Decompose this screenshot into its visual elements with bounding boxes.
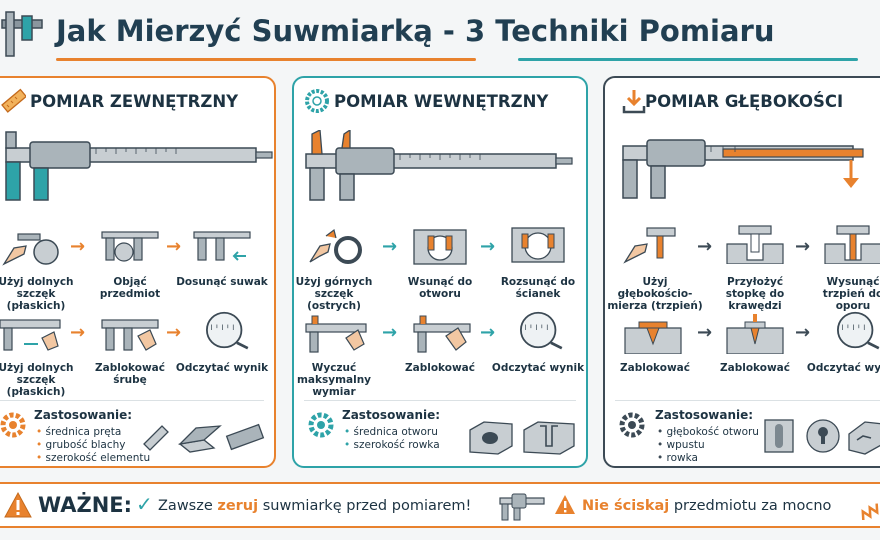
arrow-right-icon: → <box>382 322 398 343</box>
step-label: Przyłożyć stopkę do krawędzi <box>725 276 785 312</box>
step-1-hand-icon <box>309 228 362 264</box>
step-label: Użyj dolnych szczęk (płaskich) <box>0 362 74 398</box>
step-label: Rozsunąć do ścianek <box>500 276 576 300</box>
step-4-depth-lock-icon <box>624 321 682 354</box>
step-label: Dosunąć suwak <box>176 276 268 288</box>
gear-icon <box>619 412 645 438</box>
gear-icon <box>308 412 334 438</box>
note-zero-caliper: Zawsze zeruj suwmiarkę przed pomiarem! <box>158 498 472 514</box>
step-1-hand-icon <box>623 227 676 264</box>
arrow-right-icon: → <box>70 322 86 343</box>
step-label: Użyj górnych szczęk (ostrych) <box>295 276 373 312</box>
step-label: Wyczuć maksymalny wymiar <box>296 362 372 398</box>
step-1-hand-icon <box>2 233 59 266</box>
step-3-hole-icon <box>511 227 565 263</box>
check-icon: ✓ <box>136 492 153 516</box>
header: Jak Mierzyć Suwmiarką - 3 Techniki Pomia… <box>0 0 880 70</box>
arrow-right-icon: → <box>697 322 713 343</box>
gear-icon <box>0 412 26 438</box>
divider <box>615 400 880 401</box>
caliper-logo-icon <box>1 11 43 57</box>
step-label: Wysunąć trzpień do oporu <box>822 276 880 312</box>
important-note-bar: WAŻNE: ✓ Zawsze zeruj suwmiarkę przed po… <box>0 482 880 528</box>
title-underline-teal <box>518 58 858 61</box>
magnifier-icon <box>520 311 563 350</box>
depth-icon <box>622 90 646 114</box>
caliper-illustration <box>5 131 273 201</box>
panel-title: POMIAR ZEWNĘTRZNY <box>30 92 239 111</box>
important-label: WAŻNE: <box>38 493 133 517</box>
arrow-right-icon: → <box>480 236 496 257</box>
step-label: Odczytać wynik <box>175 362 269 374</box>
step-label: Zablokować <box>405 362 475 374</box>
example-objects-icon <box>143 423 265 453</box>
spring-icon <box>861 503 879 520</box>
step-3-caliper-icon <box>193 231 251 261</box>
warning-icon <box>555 495 575 514</box>
step-2-caliper-icon <box>101 231 159 262</box>
title-separator: - <box>432 14 466 48</box>
divider <box>304 400 576 401</box>
arrow-right-icon: → <box>697 236 713 257</box>
panel-internal-measurement: POMIAR WEWNĘTRZNY Użyj górnych szczęk (o… <box>292 76 588 468</box>
note-no-squeeze: Nie ściskaj przedmiotu za mocno <box>582 498 832 514</box>
usage-item: • głębokość otworu <box>657 426 759 438</box>
ring-icon <box>305 89 329 113</box>
arrow-right-icon: → <box>382 236 398 257</box>
panel-title: POMIAR GŁĘBOKOŚCI <box>645 92 844 111</box>
usage-title: Zastosowanie: <box>655 408 754 422</box>
example-objects-icon <box>469 421 575 455</box>
caliper-icon <box>499 493 545 521</box>
arrow-right-icon: → <box>480 322 496 343</box>
step-3-depth-icon <box>824 225 880 264</box>
panel-external-measurement: POMIAR ZEWNĘTRZNY Użyj dolnych szczęk (p… <box>0 76 276 468</box>
step-label: Użyj dolnych szczęk (płaskich) <box>0 276 74 312</box>
step-4-caliper-icon <box>305 315 367 353</box>
step-label: Zablokować <box>720 362 790 374</box>
step-label: Zablokować śrubę <box>95 362 165 386</box>
magnifier-icon <box>206 311 249 350</box>
arrow-right-icon: → <box>795 236 811 257</box>
step-label: Objąć przedmiot <box>99 276 161 300</box>
ruler-icon <box>1 88 26 113</box>
arrow-right-icon: → <box>795 322 811 343</box>
usage-item: • średnica otworu <box>344 426 438 438</box>
panel-title: POMIAR WEWNĘTRZNY <box>334 92 549 111</box>
step-label: Odczytać wynik <box>806 362 880 374</box>
usage-item: • wpustu <box>657 439 705 451</box>
usage-item: • grubość blachy <box>36 439 126 451</box>
arrow-right-icon: → <box>70 236 86 257</box>
usage-item: • szerokość rowka <box>344 439 440 451</box>
title-sub: 3 Techniki Pomiaru <box>465 14 775 48</box>
step-5-lock-icon <box>413 315 471 353</box>
usage-title: Zastosowanie: <box>34 408 133 422</box>
arrow-right-icon: → <box>166 236 182 257</box>
step-label: Użyj głębokościo-mierza (trzpień) <box>607 276 703 312</box>
caliper-illustration <box>305 130 573 201</box>
panel-depth-measurement: POMIAR GŁĘBOKOŚCI Użyj głębokościo-mierz… <box>603 76 880 468</box>
caliper-illustration <box>622 139 864 199</box>
magnifier-icon <box>837 311 880 350</box>
usage-item: • szerokość elementu <box>36 452 151 464</box>
usage-item: • średnica pręta <box>36 426 122 438</box>
step-4-caliper-icon <box>0 319 61 351</box>
title-main: Jak Mierzyć Suwmiarką <box>56 14 433 48</box>
usage-title: Zastosowanie: <box>342 408 441 422</box>
arrow-right-icon: → <box>166 322 182 343</box>
divider <box>0 400 264 401</box>
usage-item: • rowka <box>657 452 698 464</box>
step-label: Wsunąć do otworu <box>407 276 473 300</box>
step-label: Zablokować <box>620 362 690 374</box>
step-2-hole-icon <box>413 229 467 265</box>
warning-icon <box>4 491 32 518</box>
page-title: Jak Mierzyć Suwmiarką - 3 Techniki Pomia… <box>56 14 775 48</box>
step-5-depth-lock-icon <box>726 314 784 354</box>
example-objects-icon <box>764 419 880 455</box>
title-underline-orange <box>56 58 476 61</box>
step-5-lock-screw-icon <box>101 319 159 351</box>
step-2-depth-icon <box>726 225 784 264</box>
step-label: Odczytać wynik <box>491 362 585 374</box>
